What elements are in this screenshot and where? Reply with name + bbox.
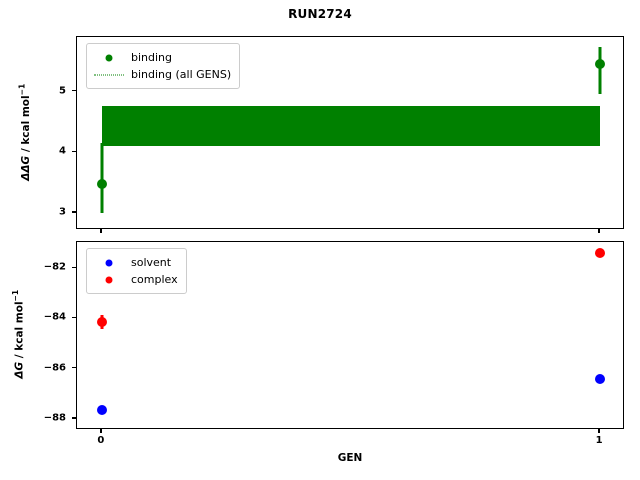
binding-errorbar-gen0 — [100, 142, 104, 213]
bottom-ytick-mark-82 — [72, 266, 76, 269]
top-ytick-label-4: 4 — [59, 145, 66, 157]
top-ylabel-exponent: −1 — [16, 83, 26, 95]
top-ytick-mark-5 — [72, 89, 76, 92]
legend-item-complex[interactable]: complex — [94, 271, 178, 288]
legend-dot-icon-binding — [94, 51, 124, 65]
bottom-ytick-label-84: −84 — [43, 311, 66, 323]
binding-marker-gen1[interactable] — [595, 59, 606, 70]
complex-marker-gen1[interactable] — [595, 248, 606, 259]
solvent-marker-gen0[interactable] — [96, 404, 107, 415]
legend-dotted-line-icon-binding-all-gens — [94, 68, 124, 82]
xtick-label-0: 0 — [97, 435, 105, 446]
bottom-ylabel-units: / kcal mol — [13, 301, 26, 362]
bottom-xtick-mark-1 — [598, 429, 600, 433]
top-panel-y-axis-label: ΔΔG / kcal mol−1 — [17, 35, 32, 228]
legend-label-solvent: solvent — [131, 256, 172, 269]
top-xtick-mark-0 — [100, 229, 102, 233]
top-panel-legend[interactable]: binding binding (all GENS) — [86, 43, 241, 89]
bottom-ytick-label-88: −88 — [43, 412, 66, 424]
binding-errorbar-gen1 — [598, 47, 602, 95]
bottom-xtick-mark-0 — [100, 429, 102, 433]
bottom-ytick-mark-86 — [72, 366, 76, 369]
bottom-ytick-label-86: −86 — [43, 362, 66, 374]
legend-item-binding-all-gens[interactable]: binding (all GENS) — [94, 66, 231, 83]
top-ytick-mark-4 — [72, 150, 76, 153]
page-title: RUN2724 — [288, 7, 352, 21]
bottom-panel-legend[interactable]: solvent complex — [86, 248, 187, 294]
legend-item-binding[interactable]: binding — [94, 49, 231, 66]
top-ytick-label-5: 5 — [59, 85, 66, 97]
complex-marker-gen0[interactable] — [96, 317, 107, 328]
xtick-label-1: 1 — [595, 435, 603, 446]
top-ytick-mark-3 — [72, 211, 76, 213]
legend-label-binding: binding — [131, 51, 173, 64]
bottom-panel-plot-area — [77, 242, 623, 428]
legend-item-solvent[interactable]: solvent — [94, 254, 178, 271]
binding-marker-gen0[interactable] — [96, 178, 107, 189]
binding-all-gens-band — [101, 105, 601, 147]
bottom-ylabel-symbol: ΔG — [13, 361, 26, 379]
bottom-panel-y-axis-label: ΔG / kcal mol−1 — [11, 240, 26, 428]
bottom-ylabel-exponent: −1 — [10, 289, 20, 302]
bottom-ytick-mark-84 — [72, 316, 76, 319]
top-ylabel-symbol: ΔΔG — [19, 155, 32, 181]
x-axis-label: GEN — [337, 452, 363, 464]
legend-label-complex: complex — [131, 273, 178, 286]
legend-label-binding-all-gens: binding (all GENS) — [131, 68, 232, 81]
top-panel-plot-area — [77, 37, 623, 228]
top-xtick-mark-1 — [598, 229, 600, 233]
legend-dot-icon-solvent — [94, 256, 124, 270]
top-ytick-label-3: 3 — [59, 206, 66, 218]
bottom-ytick-label-82: −82 — [43, 261, 66, 273]
top-ylabel-units: / kcal mol — [19, 94, 32, 156]
bottom-ytick-mark-88 — [72, 416, 76, 419]
legend-dot-icon-complex — [94, 273, 124, 287]
solvent-marker-gen1[interactable] — [595, 373, 606, 384]
